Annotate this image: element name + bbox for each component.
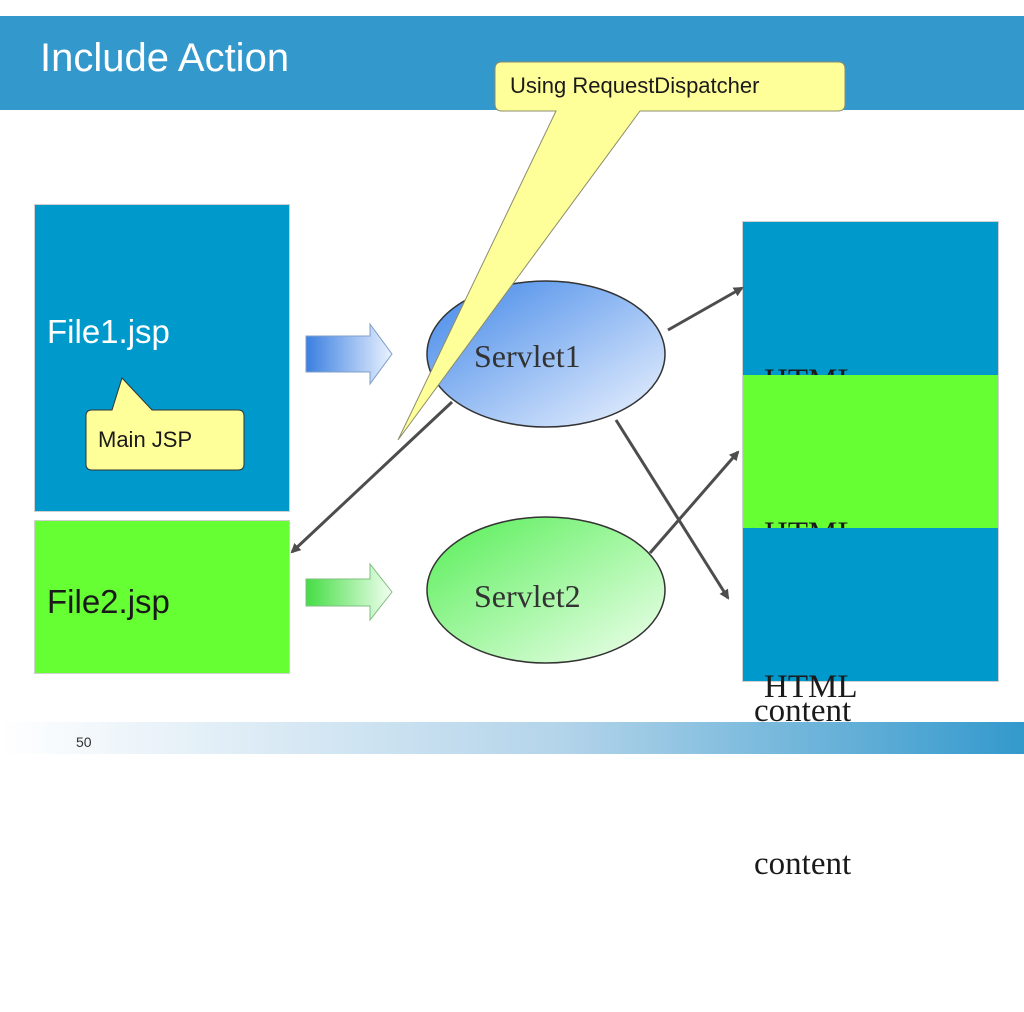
dispatcher-callout-text: Using RequestDispatcher (510, 73, 760, 98)
block-arrow-file1-to-servlet1 (305, 322, 393, 386)
servlet1-label: Servlet1 (474, 338, 581, 374)
file2-label: File2.jsp (47, 583, 170, 620)
servlet2-node (426, 516, 666, 664)
main-jsp-callout (85, 377, 245, 471)
file1-label: File1.jsp (47, 313, 170, 350)
block-arrow-file2-to-servlet2 (305, 562, 393, 622)
html-block-3-line2: content (754, 846, 852, 882)
page-number: 50 (76, 734, 92, 750)
arrow-servlet1-to-html3 (614, 419, 730, 600)
html-block-3-line1: HTML (764, 669, 858, 705)
diagram-canvas (0, 61, 1024, 754)
footer-bar (0, 722, 1024, 754)
arrow-servlet1-to-file2 (290, 400, 454, 554)
dispatcher-callout (397, 61, 846, 441)
arrow-servlet2-to-html2 (648, 450, 740, 554)
main-jsp-callout-text: Main JSP (98, 427, 193, 452)
servlet2-label: Servlet2 (474, 578, 581, 614)
file2-box: File2.jsp (34, 520, 290, 674)
slide-title: Include Action (40, 36, 290, 80)
arrow-servlet1-to-html1 (667, 286, 744, 332)
